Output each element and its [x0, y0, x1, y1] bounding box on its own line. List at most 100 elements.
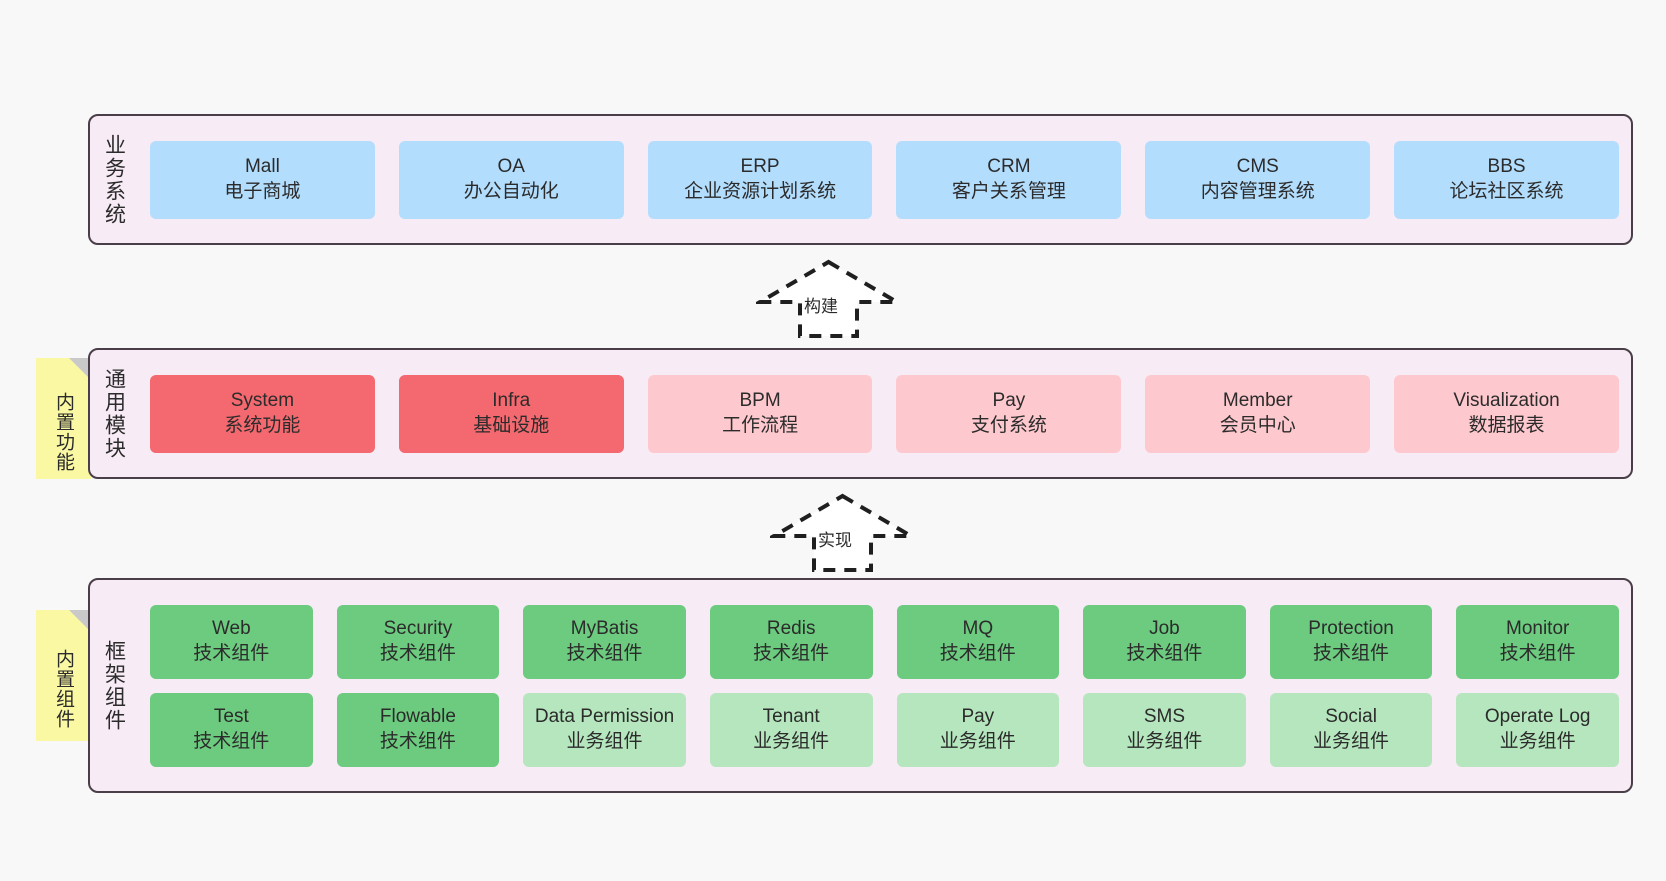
card-title-en: Data Permission: [534, 706, 675, 728]
card-title-cn: 技术组件: [379, 642, 456, 664]
card-title-cn: 业务组件: [566, 730, 643, 752]
card-title-cn: 业务组件: [939, 730, 1016, 752]
card-title-en: Job: [1149, 618, 1180, 640]
card-title-cn: 技术组件: [1499, 642, 1576, 664]
card-title-en: Tenant: [762, 706, 820, 728]
card-title-en: Visualization: [1453, 390, 1560, 412]
card-title-en: OA: [497, 156, 525, 178]
card-title-en: Test: [213, 706, 249, 728]
card-title-en: Pay: [992, 390, 1026, 412]
card-title-cn: 会员中心: [1219, 414, 1296, 436]
sticky-note-builtin-components-label: 内置组件: [53, 648, 74, 729]
connector-implement-label: 实现: [818, 531, 852, 550]
card-title-cn: 技术组件: [566, 642, 643, 664]
dashed-up-arrow-icon: [752, 259, 905, 338]
card-title-cn: 支付系统: [970, 414, 1047, 436]
connector-build: 构建: [752, 258, 905, 338]
card-title-en: Infra: [492, 390, 531, 412]
sticky-note-builtin-functions-label: 内置功能: [53, 391, 74, 472]
card-title-cn: 技术组件: [193, 730, 270, 752]
card-title-en: Web: [211, 618, 251, 640]
card-title-en: CMS: [1236, 156, 1279, 178]
card-title-cn: 企业资源计划系统: [684, 180, 837, 202]
card-title-cn: 技术组件: [939, 642, 1016, 664]
card-title-en: Social: [1325, 706, 1377, 728]
connector-implement: 实现: [766, 492, 919, 572]
card-title-en: Pay: [961, 706, 995, 728]
sticky-note-builtin-functions: 内置功能: [36, 358, 91, 479]
card-title-en: BPM: [739, 390, 781, 412]
card-title-en: BBS: [1487, 156, 1526, 178]
card-title-cn: 基础设施: [473, 414, 550, 436]
card-title-en: Operate Log: [1484, 706, 1591, 728]
card-title-en: MQ: [962, 618, 994, 640]
card-title-cn: 业务组件: [1126, 730, 1203, 752]
card-title-cn: 技术组件: [193, 642, 270, 664]
card-title-en: Security: [383, 618, 453, 640]
card-title-cn: 技术组件: [1126, 642, 1203, 664]
card-title-en: MyBatis: [570, 618, 639, 640]
card-title-cn: 论坛社区系统: [1449, 180, 1564, 202]
card-title-cn: 业务组件: [1499, 730, 1576, 752]
card-title-cn: 工作流程: [722, 414, 799, 436]
card-title-en: Monitor: [1506, 618, 1570, 640]
card-title-en: Flowable: [379, 706, 456, 728]
card-title-cn: 电子商城: [224, 180, 301, 202]
card-title-en: System: [230, 390, 295, 412]
card-title-en: Mall: [244, 156, 280, 178]
connector-build-label: 构建: [804, 297, 838, 316]
dashed-up-arrow-icon: [766, 493, 919, 572]
card-title-cn: 技术组件: [379, 730, 456, 752]
card-title-en: Member: [1222, 390, 1293, 412]
layer-modules-title: 通用模块: [102, 367, 126, 460]
card-title-en: Protection: [1308, 618, 1394, 640]
sticky-note-builtin-components: 内置组件: [36, 610, 91, 741]
layer-framework-title: 框架组件: [102, 639, 126, 732]
card-title-cn: 系统功能: [224, 414, 301, 436]
card-title-en: SMS: [1143, 706, 1186, 728]
card-title-en: Redis: [766, 618, 816, 640]
card-title-cn: 客户关系管理: [951, 180, 1066, 202]
card-title-cn: 办公自动化: [463, 180, 559, 202]
card-title-cn: 技术组件: [1313, 642, 1390, 664]
card-title-cn: 业务组件: [753, 730, 830, 752]
